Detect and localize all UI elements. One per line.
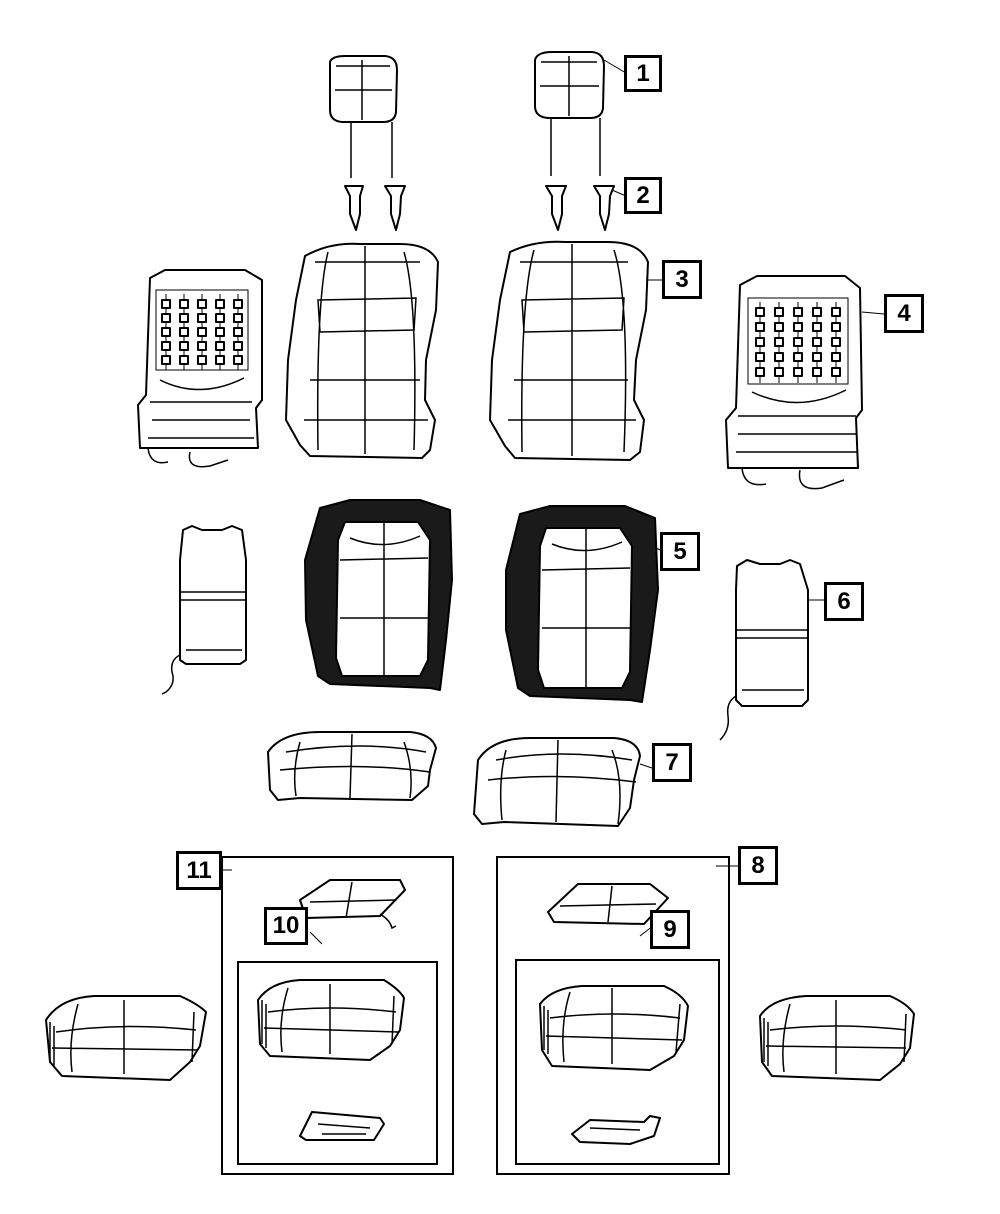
headrest-guides-right (545, 185, 615, 231)
cushion-foam-right-inbox (539, 985, 689, 1071)
kit-box-left (221, 856, 454, 1175)
occupant-sensor-left (299, 1111, 385, 1141)
cushion-foam-left-inbox (257, 979, 405, 1061)
callout-4: 4 (884, 294, 924, 333)
kit-box-left-inner (237, 961, 438, 1165)
cushion-heater-left (299, 879, 406, 945)
headrest-right (534, 51, 605, 176)
seat-back-pad-left (304, 499, 453, 691)
kit-box-right (496, 856, 730, 1175)
occupant-sensor-right (571, 1115, 661, 1145)
headrest-guides-left (344, 185, 406, 231)
headrest-left (329, 55, 398, 178)
callout-3: 3 (662, 260, 702, 299)
callout-8: 8 (738, 846, 778, 885)
seat-back-frame-right (725, 275, 863, 490)
callout-5: 5 (660, 532, 700, 571)
seat-back-frame-left (137, 269, 263, 468)
cushion-heater-right (547, 883, 669, 937)
callout-7: 7 (652, 743, 692, 782)
callout-2: 2 (624, 177, 662, 214)
seat-back-cover-left (285, 242, 439, 459)
callout-10: 10 (264, 907, 308, 945)
callout-9: 9 (650, 910, 690, 949)
seat-cushion-cover-left (267, 731, 437, 801)
cushion-foam-far-left (45, 995, 207, 1081)
seat-back-cover-right (489, 240, 649, 461)
seat-cushion-cover-right (473, 737, 641, 827)
back-heater-pad-left (161, 525, 247, 695)
callout-1: 1 (624, 55, 662, 92)
seat-back-pad-right (505, 505, 659, 703)
kit-box-right-inner (515, 959, 720, 1165)
back-heater-pad-right (719, 559, 809, 741)
cushion-foam-far-right (759, 995, 915, 1081)
callout-6: 6 (824, 582, 864, 621)
callout-11: 11 (176, 851, 222, 890)
